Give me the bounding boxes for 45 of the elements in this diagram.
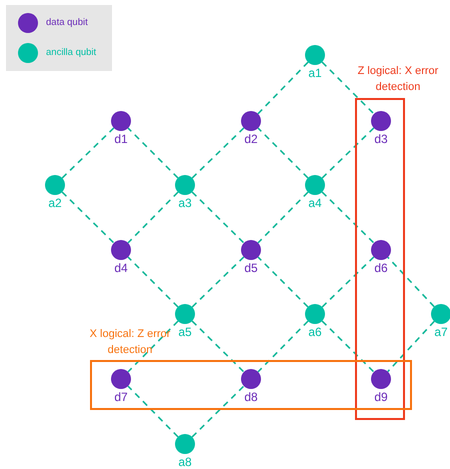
dashed-connector [192,320,244,373]
dashed-connector [62,191,114,244]
qubit-label: a4 [308,196,322,210]
qubit-label: d3 [374,132,388,146]
dashed-connector [127,192,179,244]
dashed-connector [192,385,244,438]
dashed-connector [62,127,114,179]
dashed-connector [322,62,374,114]
qubit-label: d8 [244,390,258,404]
dashed-connector [257,192,309,244]
qubit-label: d9 [374,390,388,404]
region-heading: Z logical: X error detection [356,64,440,95]
dashed-connector [192,256,244,308]
dashed-connector [128,256,178,308]
qubit-label: a7 [434,325,448,339]
qubit-label: a2 [48,196,62,210]
dashed-connector [192,127,244,179]
qubit-label: d5 [244,261,258,275]
qubit-label: a6 [308,325,322,339]
qubit-label: a5 [178,325,192,339]
qubit-label: a3 [178,196,192,210]
qubit-label: d7 [114,390,128,404]
qubit-label: d2 [244,132,258,146]
dashed-connector [258,128,308,178]
dashed-connector [192,191,244,244]
legend-label: data qubit [46,16,88,30]
qubit-label: d6 [374,261,388,275]
dashed-connector [322,127,374,179]
region-heading: X logical: Z error detection [88,327,172,358]
dashed-connector [127,386,179,438]
dashed-connector [257,62,309,114]
qubit-label: d1 [114,132,128,146]
dashed-connector [322,320,374,373]
dashed-connector [128,128,178,178]
dashed-connector [127,320,179,372]
dashed-connector [258,256,308,308]
legend-label: ancilla qubit [46,46,96,60]
dashed-connector [322,191,374,244]
dashed-connector [387,256,435,308]
qubit-label: a1 [308,66,322,80]
qubit-label: a8 [178,455,192,469]
qubit-label: d4 [114,261,128,275]
dashed-connector [387,320,435,372]
dashed-connector [322,256,374,308]
dashed-connector [257,320,309,372]
